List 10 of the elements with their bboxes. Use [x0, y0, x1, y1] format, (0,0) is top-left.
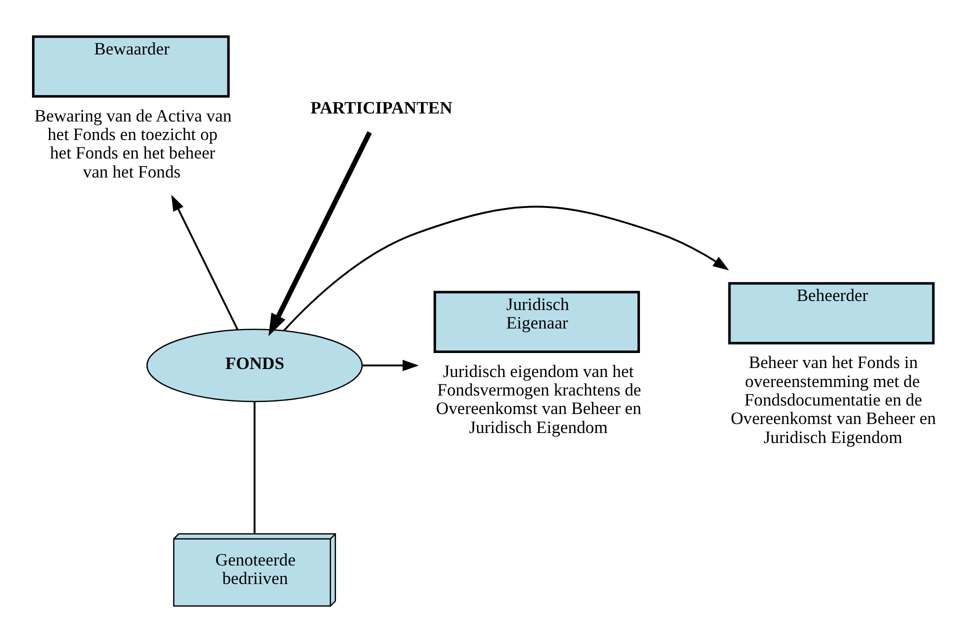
connector — [253, 401, 255, 534]
node-label: Bewaring van de Activa van het Fonds en toezicht op het Fonds en het beheer van het Fonds — [34, 104, 232, 181]
node-label: Beheer van het Fonds in overeenstemming met de Fondsdocumentatie en de Overeenkomst van Beheer en Juridisch Eigendom — [730, 352, 936, 446]
arrow — [362, 359, 418, 371]
node-ellipse: FONDS — [146, 328, 362, 402]
node-label: Juridisch eigendom van het Fondsvermogen krachtens de Overeenkomst van Beheer en Juridisch Eigendom — [436, 360, 641, 436]
arrow — [268, 130, 372, 336]
arrow — [170, 194, 238, 330]
node-text: PARTICIPANTEN — [310, 96, 452, 117]
arrow — [282, 205, 729, 331]
